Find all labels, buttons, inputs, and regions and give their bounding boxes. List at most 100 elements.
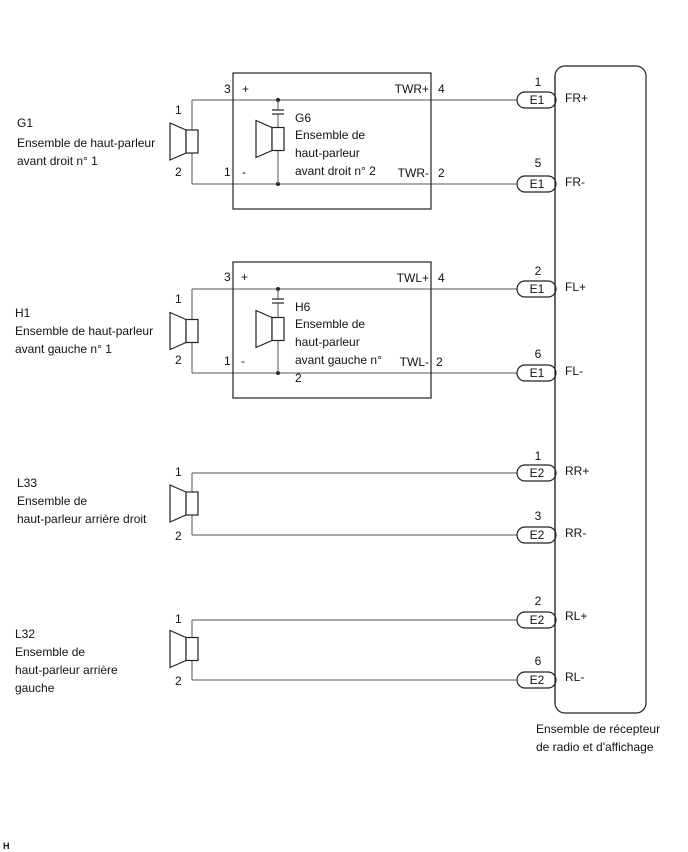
connector-icon	[516, 364, 557, 382]
terminal-signal-name: FL-	[565, 364, 583, 378]
speaker-l32: L32 Ensemble de haut-parleur arrière gau…	[15, 612, 199, 695]
speaker-l32-pin-2: 2	[175, 674, 182, 688]
speaker-l32-desc-line3: gauche	[15, 681, 55, 695]
terminal-connector-name: E2	[530, 528, 545, 542]
tweeter-h6: 3 + TWL+ 4 1 - TWL- 2 H6 Ensemble de hau…	[224, 261, 445, 399]
speaker-l33-desc-line1: Ensemble de	[17, 494, 87, 508]
terminal-connector-name: E1	[530, 282, 545, 296]
terminal-rr-minus: 3 E2 RR-	[516, 509, 586, 544]
tweeter-h6-in-minus-pin: 1	[224, 354, 231, 368]
speaker-h1-code: H1	[15, 306, 31, 320]
speaker-l33-pin-2: 2	[175, 529, 182, 543]
tweeter-g6-out-plus-label: TWR+	[395, 82, 429, 96]
terminal-fr-minus: 5 E1 FR-	[516, 156, 585, 193]
terminal-connector-name: E1	[530, 93, 545, 107]
connector-icon	[516, 671, 557, 689]
speaker-icon	[169, 629, 199, 669]
speaker-h1-pin-2: 2	[175, 353, 182, 367]
speaker-h1: H1 Ensemble de haut-parleur avant gauche…	[15, 289, 199, 373]
speaker-l33-desc-line2: haut-parleur arrière droit	[17, 512, 147, 526]
speaker-icon	[169, 484, 199, 523]
speaker-l33-code: L33	[17, 476, 37, 490]
speaker-l32-pin-1: 1	[175, 612, 182, 626]
tweeter-g6-in-minus-sign: -	[242, 165, 246, 179]
tweeter-g6-in-minus-pin: 1	[224, 165, 231, 179]
terminal-connector-name: E2	[530, 613, 545, 627]
terminal-rl-minus: 6 E2 RL-	[516, 654, 584, 689]
terminal-signal-name: FR-	[565, 175, 585, 189]
terminal-fr-plus: 1 E1 FR+	[516, 75, 588, 109]
terminal-rl-plus: 2 E2 RL+	[516, 594, 587, 629]
speaker-h1-desc-line2: avant gauche n° 1	[15, 342, 112, 356]
capacitor-icon	[272, 298, 284, 304]
terminal-signal-name: RR+	[565, 464, 589, 478]
speaker-g1-desc-line2: avant droit n° 1	[17, 154, 98, 168]
speaker-icon	[255, 309, 285, 349]
speaker-icon	[169, 311, 199, 351]
connector-icon	[516, 611, 557, 629]
tweeter-g6-out-minus-pin: 2	[438, 166, 445, 180]
speaker-g1-pin-2: 2	[175, 165, 182, 179]
terminal-pin-number: 2	[535, 264, 542, 278]
tweeter-g6-in-plus-pin: 3	[224, 82, 231, 96]
connector-terminals: 1 E1 FR+ 5 E1 FR- 2 E1 FL+ 6 E1 FL- 1	[516, 75, 589, 703]
receiver-label-line2: de radio et d'affichage	[536, 740, 654, 754]
tweeter-h6-desc-line1: Ensemble de	[295, 317, 365, 331]
speaker-g1-pin-1: 1	[175, 103, 182, 117]
tweeter-g6-out-minus-label: TWR-	[398, 166, 429, 180]
tweeter-h6-desc-line3: avant gauche n°	[295, 353, 382, 367]
tweeter-g6-desc-line1: Ensemble de	[295, 128, 365, 142]
tweeter-h6-code: H6	[295, 300, 311, 314]
terminal-signal-name: FL+	[565, 280, 586, 294]
speaker-g1-desc-line1: Ensemble de haut-parleur	[17, 136, 155, 150]
tweeter-g6-out-plus-pin: 4	[438, 82, 445, 96]
tweeter-h6-housing	[232, 261, 432, 399]
wires	[192, 99, 517, 681]
tweeter-h6-in-plus-sign: +	[241, 270, 248, 284]
tweeter-h6-in-minus-sign: -	[241, 354, 245, 368]
figure-code: H	[3, 841, 10, 851]
speaker-icon	[169, 122, 199, 161]
terminal-pin-number: 1	[535, 75, 542, 89]
speaker-l32-desc-line2: haut-parleur arrière	[15, 663, 118, 677]
terminal-connector-name: E2	[530, 466, 545, 480]
tweeter-g6-housing	[232, 72, 432, 210]
speaker-h1-pin-1: 1	[175, 292, 182, 306]
terminal-pin-number: 3	[535, 509, 542, 523]
connector-icon	[516, 526, 557, 544]
terminal-connector-name: E1	[530, 366, 545, 380]
terminal-rr-plus: 1 E2 RR+	[516, 449, 589, 482]
tweeter-g6-desc-line2: haut-parleur	[295, 146, 360, 160]
terminal-connector-name: E2	[530, 673, 545, 687]
terminal-signal-name: RL-	[565, 670, 584, 684]
tweeter-h6-out-minus-label: TWL-	[400, 355, 429, 369]
radio-receiver-unit: Ensemble de récepteur de radio et d'affi…	[536, 65, 660, 754]
tweeter-g6: 3 + TWR+ 4 1 - TWR- 2 G6 Ensemble de hau…	[224, 72, 445, 210]
speaker-h1-desc-line1: Ensemble de haut-parleur	[15, 324, 153, 338]
tweeter-h6-desc-line2: haut-parleur	[295, 335, 360, 349]
terminal-pin-number: 1	[535, 449, 542, 463]
connector-icon	[516, 175, 557, 193]
capacitor-icon	[272, 109, 284, 115]
speaker-l33-pin-1: 1	[175, 465, 182, 479]
speaker-l32-desc-line1: Ensemble de	[15, 645, 85, 659]
speaker-l32-code: L32	[15, 627, 35, 641]
speaker-g1-code: G1	[17, 116, 33, 130]
connector-icon	[516, 91, 557, 109]
terminal-signal-name: FR+	[565, 91, 588, 105]
terminal-connector-name: E1	[530, 177, 545, 191]
terminal-signal-name: RR-	[565, 526, 586, 540]
tweeter-g6-code: G6	[295, 111, 311, 125]
tweeter-h6-out-minus-pin: 2	[436, 355, 443, 369]
tweeter-g6-desc-line3: avant droit n° 2	[295, 164, 376, 178]
receiver-label-line1: Ensemble de récepteur	[536, 722, 660, 736]
terminal-pin-number: 6	[535, 654, 542, 668]
terminal-fl-plus: 2 E1 FL+	[516, 264, 586, 298]
tweeter-h6-out-plus-pin: 4	[438, 271, 445, 285]
terminal-pin-number: 2	[535, 594, 542, 608]
terminal-signal-name: RL+	[565, 609, 587, 623]
connector-icon	[516, 464, 557, 482]
tweeter-h6-in-plus-pin: 3	[224, 270, 231, 284]
terminal-pin-number: 5	[535, 156, 542, 170]
